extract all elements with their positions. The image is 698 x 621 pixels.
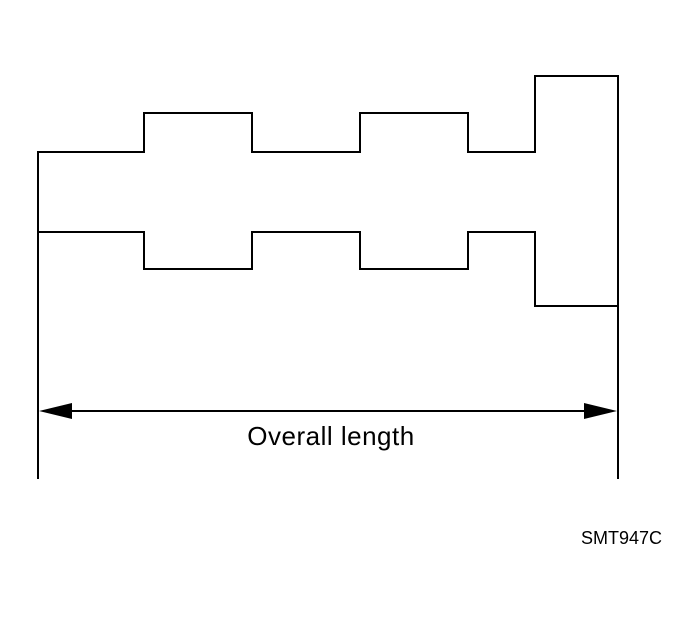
- reference-code: SMT947C: [580, 528, 662, 548]
- dimension-label: Overall length: [247, 421, 414, 451]
- shaft-top-profile: [37, 75, 619, 307]
- left-arrowhead: [39, 403, 72, 419]
- shaft-bottom-profile: [37, 231, 619, 307]
- right-arrowhead: [584, 403, 617, 419]
